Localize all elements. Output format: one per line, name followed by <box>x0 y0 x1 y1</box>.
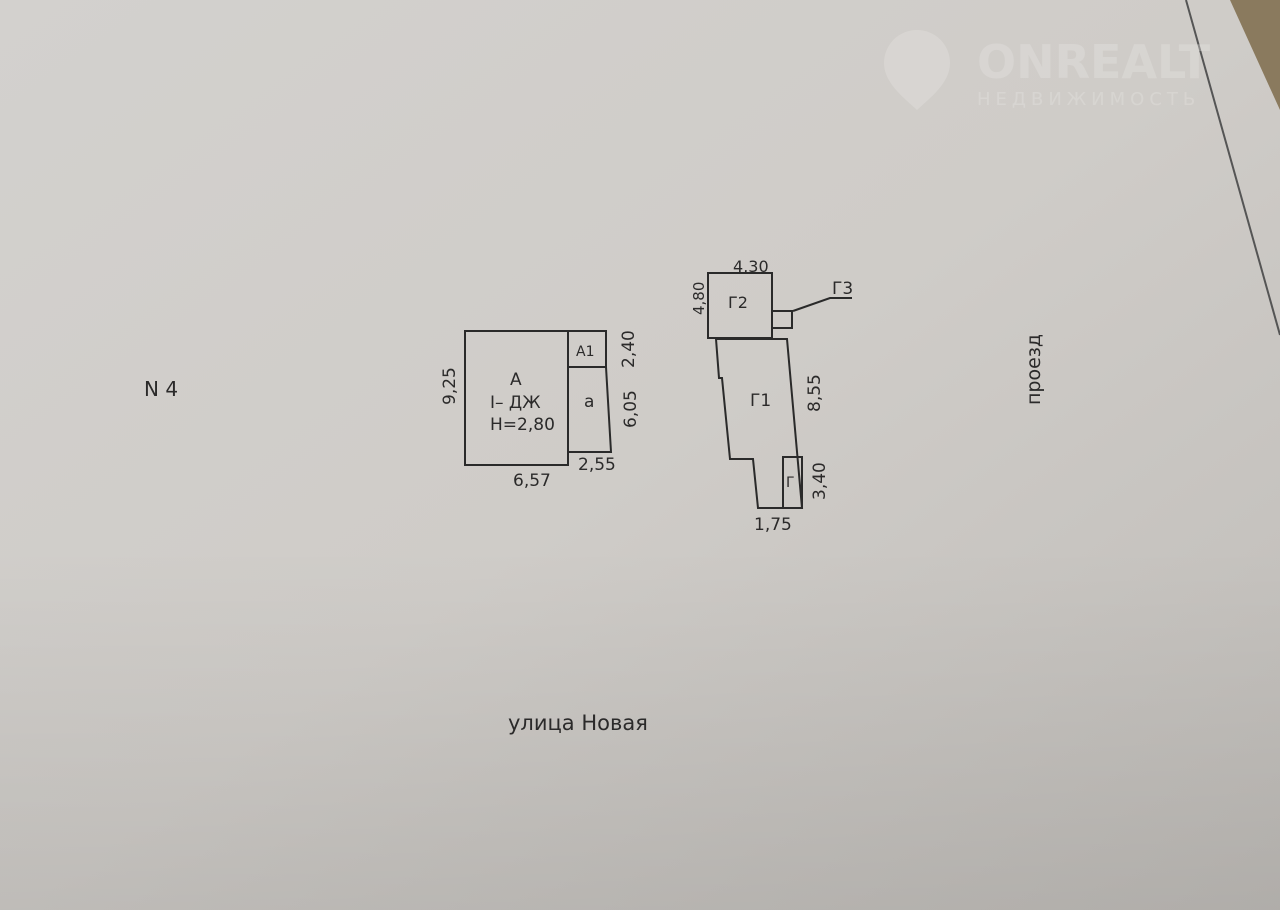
g3-leader-line <box>792 297 852 312</box>
building-g1-label: Г1 <box>750 391 771 411</box>
watermark-tagline: НЕДВИЖИМОСТЬ <box>977 89 1200 110</box>
paper-edge <box>1185 0 1280 336</box>
dim-house-height: 9,25 <box>440 367 460 405</box>
dim-g2-width: 4,30 <box>733 257 769 276</box>
building-a-type: I– ДЖ <box>490 393 541 413</box>
dim-g-small-height: 3,40 <box>810 462 830 500</box>
dim-annex2: 6,05 <box>621 390 641 428</box>
building-a-annex-label: а <box>584 392 594 412</box>
passage-label: проезд <box>1023 334 1045 405</box>
dim-annex-width: 2,55 <box>578 455 616 475</box>
building-a1-label: А1 <box>576 344 594 360</box>
building-g1 <box>714 338 804 509</box>
dim-annex1: 2,40 <box>619 330 639 368</box>
dim-g1-height: 8,55 <box>805 374 825 412</box>
street-label: улица Новая <box>508 711 648 735</box>
outbuildings: Г2 Г3 Г1 Г 4,30 4,80 8,55 3,40 1,75 <box>690 257 853 535</box>
building-a-height: Н=2,80 <box>490 415 555 435</box>
dim-g1-bottom: 1,75 <box>754 515 792 535</box>
plot-number: N 4 <box>144 377 178 401</box>
building-g2-label: Г2 <box>728 293 748 312</box>
building-g3 <box>771 310 793 329</box>
building-g-small <box>782 456 803 509</box>
house: А I– ДЖ Н=2,80 А1 а 9,25 6,57 2,55 2,40 … <box>440 330 641 491</box>
building-a <box>464 330 569 466</box>
background-edge <box>1230 0 1280 110</box>
watermark-brand: ONREALT <box>977 35 1211 89</box>
site-plan: N 4 улица Новая проезд А I– ДЖ Н=2,80 А1… <box>144 257 1045 735</box>
dim-house-width: 6,57 <box>513 471 551 491</box>
map-pin-house-icon <box>884 30 950 110</box>
building-a-annex <box>568 366 613 453</box>
building-g3-label: Г3 <box>832 279 853 299</box>
dim-g2-height: 4,80 <box>690 282 708 315</box>
building-g-small-label: Г <box>786 475 795 491</box>
building-a-label: А <box>510 370 522 390</box>
watermark: ONREALT НЕДВИЖИМОСТЬ <box>884 30 1211 110</box>
